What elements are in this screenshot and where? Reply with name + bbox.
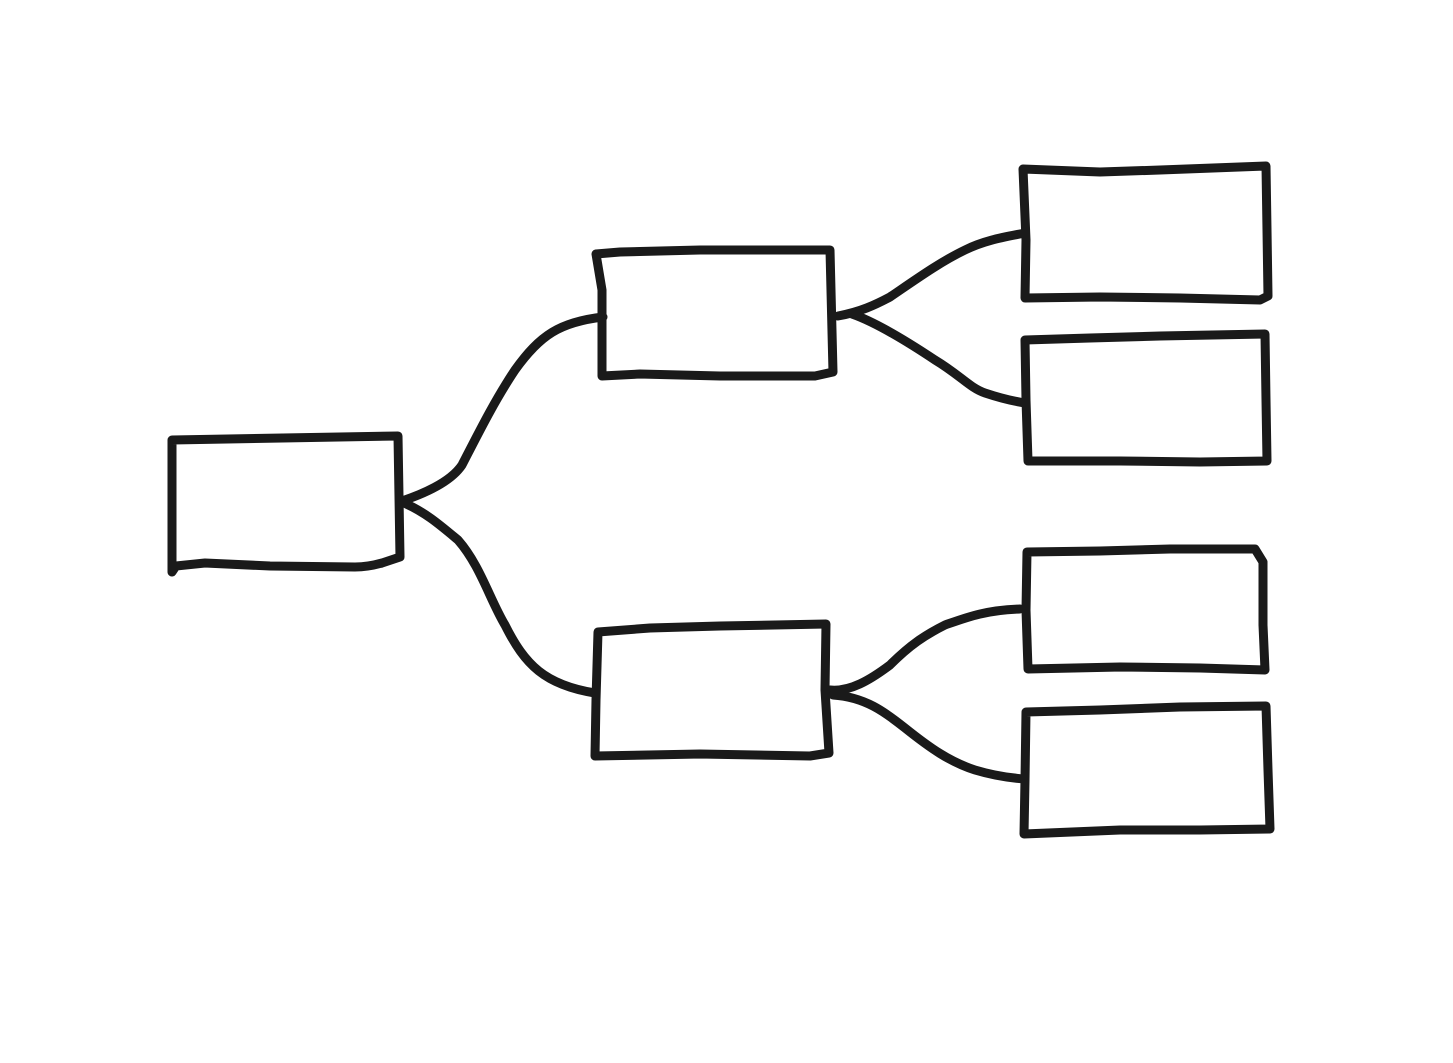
- connector-branch-bottom-to-leaf-3: [825, 604, 1025, 695]
- connector-branch-top-to-leaf-2: [847, 309, 1030, 408]
- node-branch-bottom: [590, 619, 834, 761]
- node-leaf-3: [1021, 544, 1270, 675]
- node-branch-top: [591, 245, 838, 381]
- node-leaf-1: [1018, 161, 1273, 305]
- node-root: [167, 431, 405, 577]
- node-leaf-4: [1019, 701, 1275, 839]
- connectors: [397, 228, 1030, 784]
- connector-branch-top-to-leaf-1: [833, 228, 1030, 321]
- node-leaf-2: [1020, 329, 1272, 467]
- connector-root-to-branch-top: [397, 312, 608, 506]
- nodes: [167, 161, 1275, 839]
- connector-branch-bottom-to-leaf-4: [828, 690, 1030, 784]
- connector-root-to-branch-bottom: [399, 498, 600, 698]
